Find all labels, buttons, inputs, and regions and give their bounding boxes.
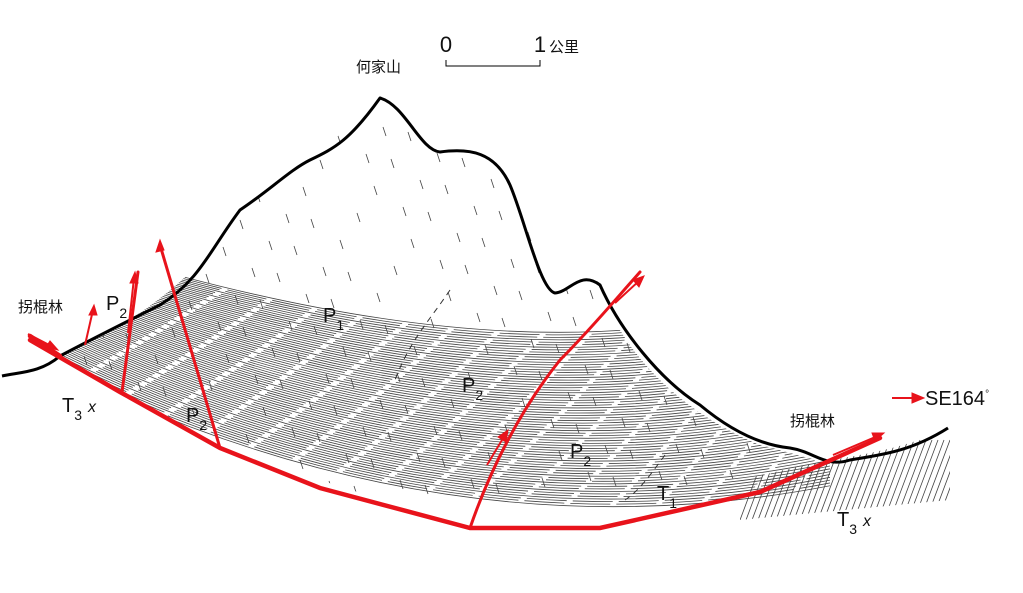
village-left: 拐棍林 xyxy=(18,298,63,316)
arrow-icon xyxy=(88,303,98,316)
normal-fault-right xyxy=(468,270,642,530)
village-right: 拐棍林 xyxy=(790,412,835,430)
arrow-icon xyxy=(832,434,881,456)
arrow-icon xyxy=(127,277,135,334)
ground-profile xyxy=(1,96,949,464)
basal-detachment-fault xyxy=(27,337,883,531)
fault-left-steep xyxy=(158,243,222,450)
left-thrust-fault xyxy=(27,333,63,359)
unit-label-p2: P2 xyxy=(462,375,483,403)
direction-label: SE164° xyxy=(925,388,989,410)
unit-boundary xyxy=(394,289,451,381)
unit-label-p1: P1 xyxy=(323,305,344,333)
unit-label-p2: P2 xyxy=(186,405,207,433)
scale-start: 0 xyxy=(440,32,452,57)
fault-system xyxy=(27,243,883,531)
fault-left-inner xyxy=(120,270,140,394)
arrow-icon xyxy=(497,428,509,443)
unit-label-p2: P2 xyxy=(570,441,591,469)
arrow-icon xyxy=(871,432,886,442)
scale-end: 1 xyxy=(534,32,546,57)
unit-boundary xyxy=(624,454,666,501)
scale-unit: 公里 xyxy=(549,38,579,56)
arrow-icon xyxy=(155,238,165,253)
unit-label-t1: T1 xyxy=(657,483,677,511)
fault-arrows xyxy=(27,238,926,466)
bedding-strata-foot xyxy=(740,439,950,520)
bedding-strata xyxy=(60,109,830,508)
unit-label-p2: P2 xyxy=(106,293,127,321)
direction-arrow-icon xyxy=(911,392,926,404)
arrow-icon xyxy=(45,340,60,351)
arrow-icon xyxy=(129,270,139,284)
arrow-icon xyxy=(632,275,645,288)
peak-name: 何家山 xyxy=(356,58,401,76)
scale-bar: 0 1 公里 xyxy=(440,32,579,67)
arrow-icon xyxy=(84,309,94,346)
